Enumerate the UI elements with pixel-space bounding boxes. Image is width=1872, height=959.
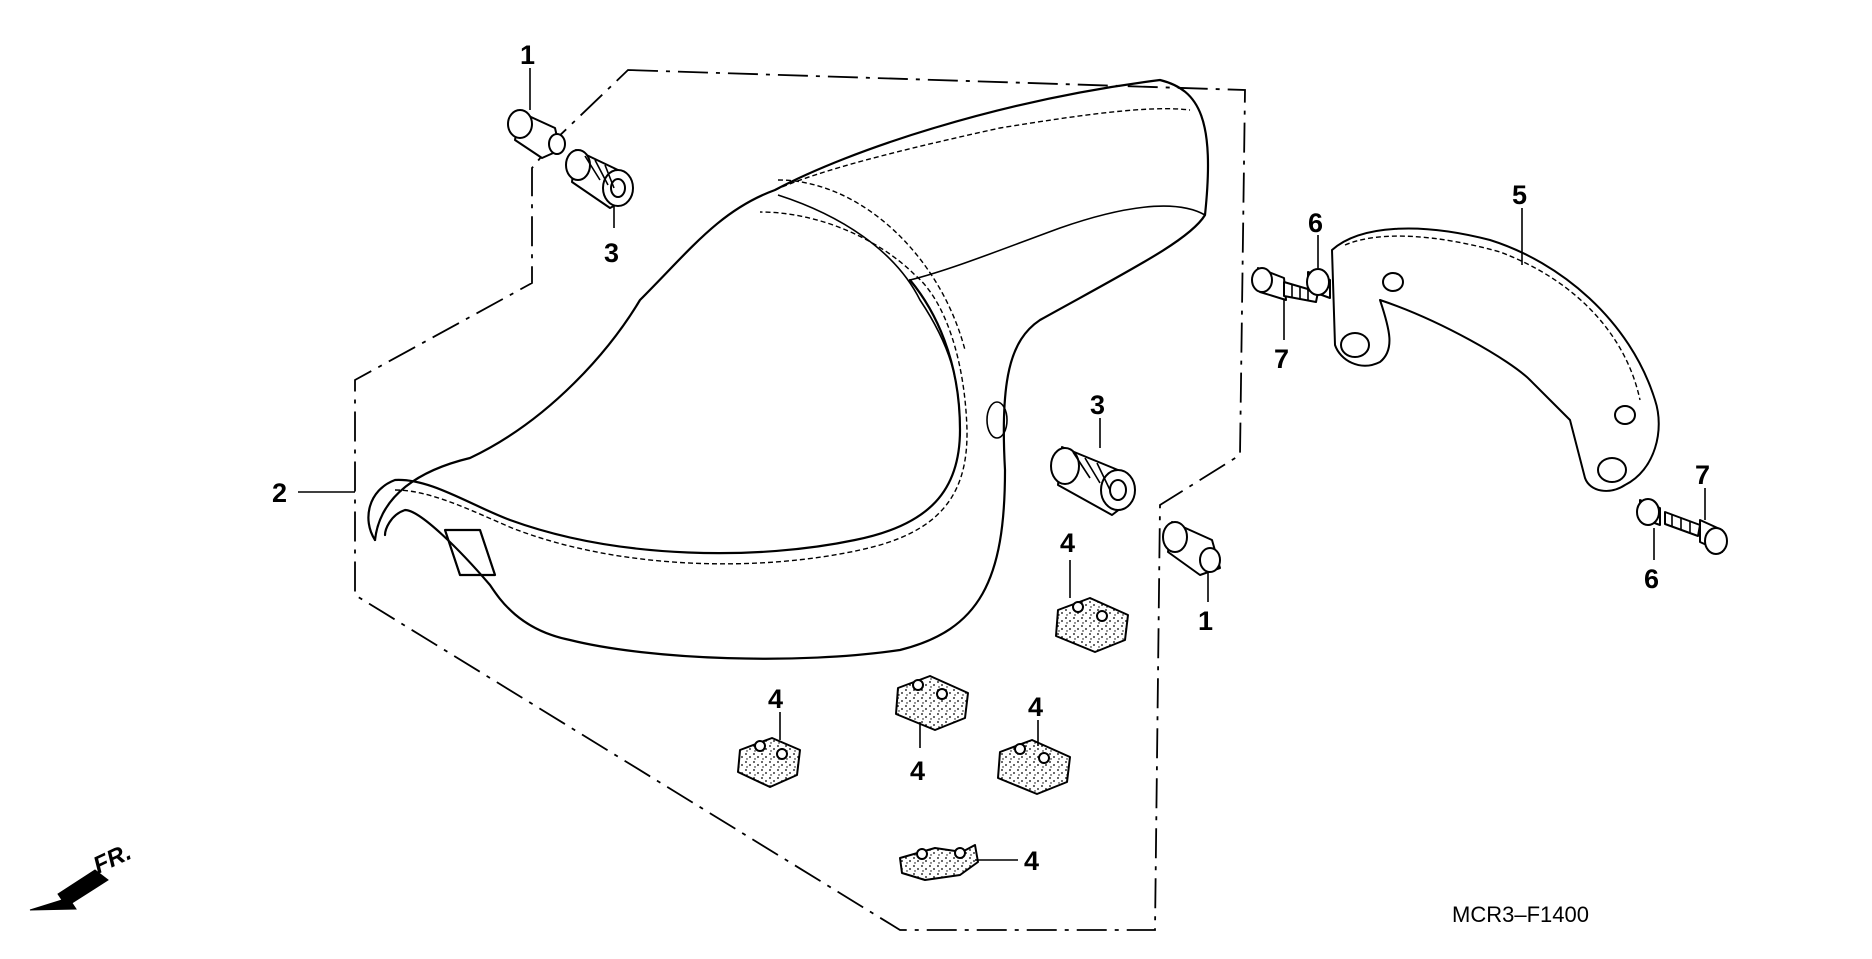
callout-7-bottom: 7 <box>1695 460 1710 490</box>
callout-3-top: 3 <box>604 238 619 268</box>
callout-6-top: 6 <box>1308 208 1323 238</box>
callout-4-e: 4 <box>1024 846 1039 876</box>
bolt-bottom <box>1664 511 1728 555</box>
callout-5: 5 <box>1512 180 1527 210</box>
cushion-1 <box>1055 597 1129 653</box>
callout-4-c: 4 <box>910 756 925 786</box>
cushion-5 <box>899 844 979 881</box>
grommet-top <box>565 149 634 209</box>
washer-top <box>1306 268 1331 299</box>
callout-3-middle: 3 <box>1090 390 1105 420</box>
cushion-3 <box>737 737 801 788</box>
washer-bottom <box>1636 498 1661 526</box>
callout-7-top: 7 <box>1274 344 1289 374</box>
seat <box>367 78 1210 660</box>
collar-bottom <box>1162 521 1221 576</box>
callout-6-bottom: 6 <box>1644 564 1659 594</box>
callout-4-d: 4 <box>1028 692 1043 722</box>
callout-4-a: 4 <box>1060 528 1075 558</box>
cushion-2 <box>895 675 969 731</box>
callout-2: 2 <box>272 478 287 508</box>
assembly-boundary <box>354 69 1246 931</box>
diagram-code: MCR3–F1400 <box>1452 902 1589 927</box>
grommet-middle <box>1050 446 1136 516</box>
callout-1-bottom: 1 <box>1198 606 1213 636</box>
front-direction-arrow-icon <box>29 869 109 911</box>
bolt-top <box>1251 267 1319 303</box>
leader-lines <box>298 68 1706 861</box>
collar-top <box>507 109 566 159</box>
grab-rail <box>1331 227 1660 492</box>
callout-4-b: 4 <box>768 684 783 714</box>
cushion-4 <box>997 739 1071 795</box>
callout-1-top: 1 <box>520 40 535 70</box>
